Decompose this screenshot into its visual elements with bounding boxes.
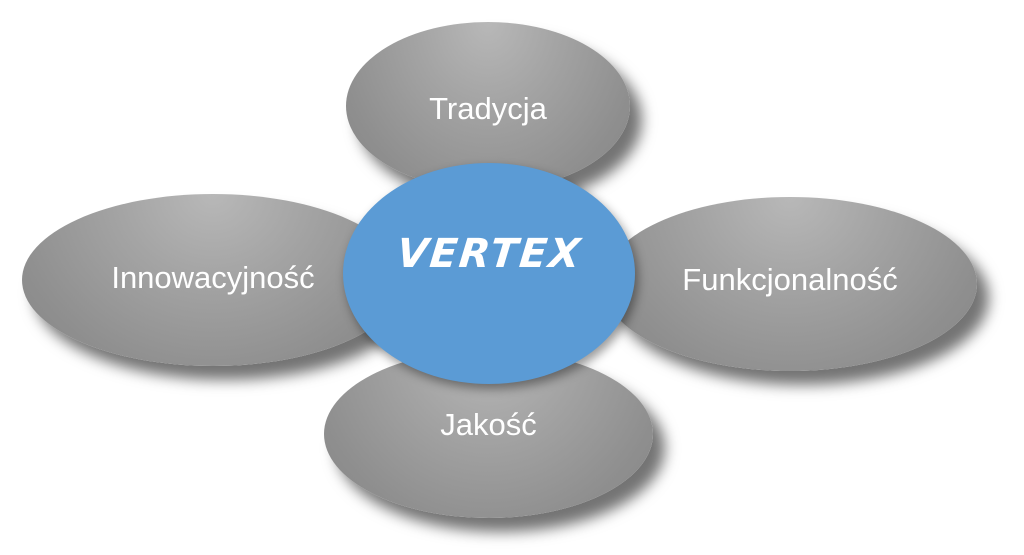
petal-label-funkcjonalnosc: Funkcjonalność bbox=[682, 262, 898, 297]
center-label-vertex: VERTEX bbox=[394, 230, 584, 277]
petal-top: Tradycja bbox=[346, 22, 630, 190]
petal-left: Innowacyjność bbox=[22, 194, 404, 366]
petal-label-jakosc: Jakość bbox=[440, 407, 537, 442]
center-ellipse: VERTEX bbox=[343, 163, 635, 384]
petal-label-tradycja: Tradycja bbox=[429, 91, 547, 126]
petal-label-innowacyjnosc: Innowacyjność bbox=[111, 260, 315, 295]
petal-right: Funkcjonalność bbox=[603, 197, 977, 371]
